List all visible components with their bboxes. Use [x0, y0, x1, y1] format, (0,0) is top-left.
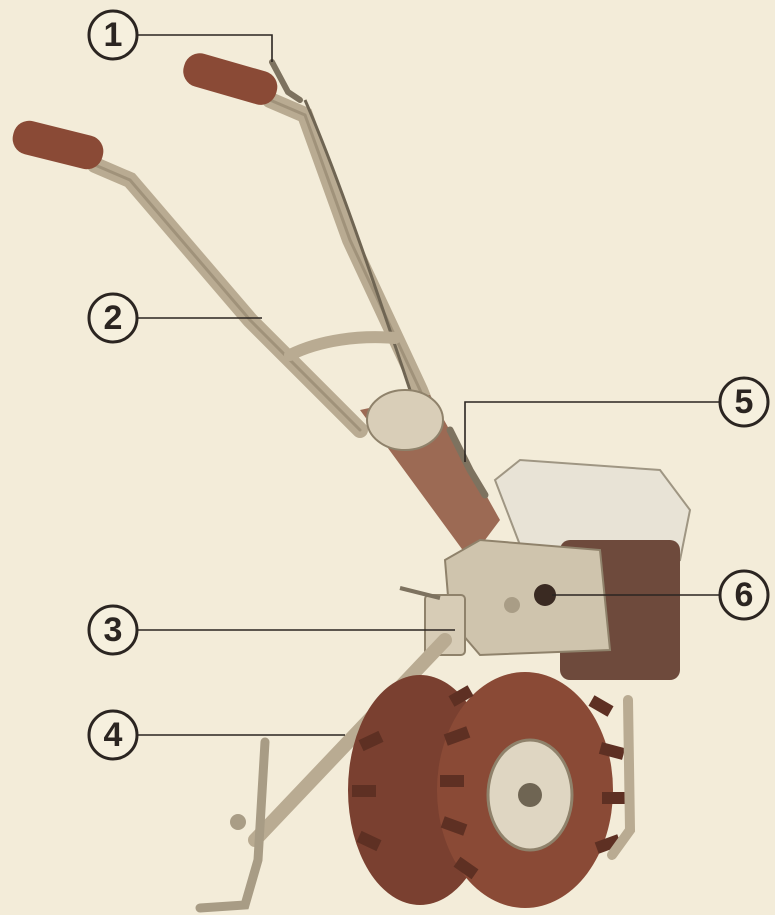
depth-bar-foot [195, 737, 270, 913]
callout-5: 5 [718, 376, 770, 428]
depth-bar [248, 633, 452, 847]
callout-3: 3 [87, 604, 139, 656]
clutch-lever [446, 426, 489, 499]
callout-4: 4 [87, 709, 139, 761]
callout-2: 2 [87, 292, 139, 344]
left-handle-grip [12, 120, 104, 170]
handlebar-pivot [366, 389, 444, 451]
tiller-illustration [12, 53, 692, 913]
callout-6: 6 [718, 569, 770, 621]
callout-label-3: 3 [104, 611, 123, 649]
gearbox-plug [534, 584, 556, 606]
leader-line-5 [464, 401, 720, 462]
callout-1: 1 [87, 9, 139, 61]
handlebar-cross-brace [284, 331, 401, 361]
tire-tread [352, 685, 626, 880]
callout-label-6: 6 [735, 576, 754, 614]
control-cable [303, 99, 472, 472]
right-handlebar-tube [262, 92, 448, 448]
callout-label-2: 2 [104, 299, 123, 337]
callout-label-4: 4 [104, 716, 123, 754]
gearbox-housing [443, 538, 612, 657]
engine-stand [607, 695, 636, 860]
callout-label-5: 5 [735, 383, 754, 421]
leader-lines [137, 34, 720, 736]
leader-line-1 [137, 34, 273, 62]
throttle-lever [269, 59, 303, 103]
callout-label-1: 1 [104, 16, 123, 54]
right-handle-grip [183, 53, 278, 105]
depth-bar-bracket [424, 594, 466, 656]
